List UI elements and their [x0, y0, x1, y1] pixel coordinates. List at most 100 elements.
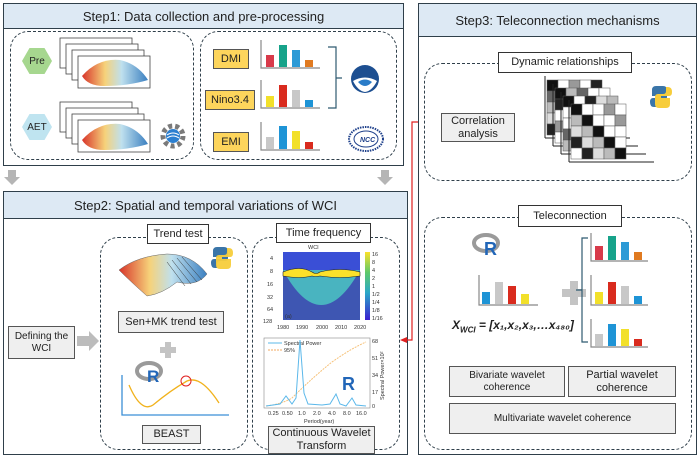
- svg-text:64: 64: [267, 307, 273, 313]
- svg-text:16: 16: [267, 282, 273, 288]
- svg-text:1980: 1980: [277, 325, 289, 331]
- index-bar-icons: [260, 40, 342, 151]
- matrix-cell: [614, 136, 627, 149]
- pre-map-stack: [59, 37, 151, 89]
- svg-text:32: 32: [267, 295, 273, 301]
- multivariate-coherence-box: Multivariate wavelet coherence: [449, 403, 676, 434]
- matrix-cell: [603, 103, 616, 116]
- cwt-box: Continuous Wavelet Transform: [268, 426, 375, 454]
- formula-lhs: X: [452, 318, 461, 332]
- matrix-cell: [592, 103, 605, 116]
- wavelet-y-ticks: 4 8 16 32 64 128: [263, 256, 273, 325]
- panel-tag: (a): [285, 314, 292, 320]
- r-logo-icon: R: [135, 361, 163, 386]
- plus-icon: [160, 342, 176, 358]
- beast-curve: [121, 375, 229, 416]
- r-logo-icon: R: [342, 374, 355, 394]
- svg-text:68: 68: [372, 339, 378, 345]
- down-arrow-left: [4, 170, 20, 185]
- svg-text:1/2: 1/2: [372, 292, 380, 298]
- matrix-cell: [570, 114, 583, 127]
- spectrum-y-ticks: 68 51 34 17 0: [372, 339, 378, 410]
- svg-text:R: R: [484, 239, 497, 259]
- svg-text:NCC: NCC: [360, 137, 376, 144]
- matrix-cell: [592, 114, 605, 127]
- down-arrow-right: [377, 170, 393, 185]
- matrix-cell: [570, 147, 583, 160]
- time-frequency-title: Time frequency: [276, 223, 371, 243]
- matrix-cell: [581, 147, 594, 160]
- correlation-analysis-box: Correlation analysis: [441, 113, 515, 142]
- matrix-cell: [603, 136, 616, 149]
- bivariate-coherence-box: Bivariate wavelet coherence: [449, 366, 565, 397]
- matrix-cell: [614, 103, 627, 116]
- svg-text:2000: 2000: [316, 325, 328, 331]
- beast-box: BEAST: [142, 425, 201, 444]
- svg-text:1: 1: [372, 284, 375, 290]
- formula-rhs: = [x₁,x₂,x₃,…x₄₈₀]: [478, 318, 574, 332]
- climate-index-group: [200, 31, 397, 160]
- r-logo-icon: R: [472, 233, 500, 259]
- svg-text:1/16: 1/16: [372, 316, 383, 322]
- step1-title: Step1: Data collection and pre-processin…: [4, 4, 403, 29]
- dmi-label: DMI: [213, 49, 249, 69]
- matrix-cell: [614, 114, 627, 127]
- svg-text:1/8: 1/8: [372, 308, 380, 314]
- right-arrow: [77, 331, 99, 351]
- partial-coherence-box: Partial wavelet coherence: [568, 366, 676, 397]
- svg-text:R: R: [147, 367, 159, 386]
- python-logo-icon: [650, 86, 672, 108]
- matrix-cell: [603, 125, 616, 138]
- defining-wci-box: Defining the WCI: [8, 326, 75, 359]
- svg-text:17: 17: [372, 390, 378, 396]
- svg-text:8: 8: [270, 269, 273, 275]
- spectrum-y-label: Spectral Power×10²: [380, 351, 386, 400]
- svg-text:128: 128: [263, 319, 272, 325]
- svg-text:2.0: 2.0: [313, 411, 321, 417]
- matrix-cell: [603, 147, 616, 160]
- svg-text:4: 4: [270, 256, 273, 262]
- legend-spectral-power: Spectral Power: [284, 341, 321, 347]
- matrix-cell: [570, 136, 583, 149]
- noaa-logo-icon: [351, 65, 379, 93]
- matrix-cell: [592, 136, 605, 149]
- matrix-axis: [568, 100, 654, 163]
- wci-formula: XWCI = [x₁,x₂,x₃,…x₄₈₀]: [452, 318, 574, 334]
- python-logo-icon: [211, 247, 233, 269]
- matrix-cell: [603, 114, 616, 127]
- matrix-cell: [592, 147, 605, 160]
- dynamic-relationships-title: Dynamic relationships: [498, 52, 632, 73]
- ncc-logo-icon: NCC: [348, 126, 384, 152]
- remote-sensing-group: [10, 31, 194, 160]
- svg-text:0: 0: [372, 404, 375, 410]
- matrix-cell: [570, 125, 583, 138]
- step3-title: Step3: Teleconnection mechanisms: [419, 4, 696, 37]
- emi-label: EMI: [213, 132, 249, 152]
- correlation-matrix-stack: [544, 76, 654, 163]
- aet-map-stack: [59, 101, 151, 153]
- step2-title: Step2: Spatial and temporal variations o…: [4, 192, 407, 219]
- svg-text:0.25: 0.25: [268, 411, 279, 417]
- svg-text:51: 51: [372, 356, 378, 362]
- trend-test-title: Trend test: [147, 224, 209, 244]
- svg-text:2020: 2020: [354, 325, 366, 331]
- svg-text:1.0: 1.0: [298, 411, 306, 417]
- svg-text:1/4: 1/4: [372, 300, 380, 306]
- svg-text:2010: 2010: [335, 325, 347, 331]
- trend-map: [118, 253, 208, 297]
- spectrum-x-label: Period(year): [304, 419, 334, 425]
- svg-text:8: 8: [372, 260, 375, 266]
- matrix-cell: [592, 125, 605, 138]
- svg-text:4: 4: [372, 268, 375, 274]
- matrix-cell: [581, 103, 594, 116]
- sen-mk-trend-test-box: Sen+MK trend test: [118, 311, 224, 333]
- nino34-label: Nino3.4: [205, 90, 255, 110]
- matrix-cell: [614, 147, 627, 160]
- matrix-cell: [581, 125, 594, 138]
- svg-text:2: 2: [372, 276, 375, 282]
- matrix-cell: [581, 114, 594, 127]
- svg-text:34: 34: [372, 373, 378, 379]
